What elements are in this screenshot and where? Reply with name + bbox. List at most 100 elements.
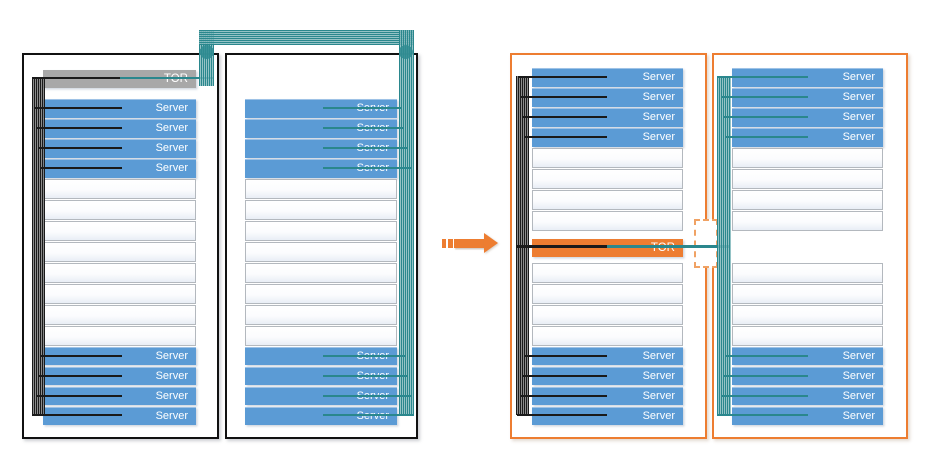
server-unit: Server [532,108,683,127]
cable-black-tor-link [31,76,121,80]
rack-after-left: ServerServerServerServerTORServerServerS… [510,53,707,439]
empty-slot [532,283,683,305]
cable-black-server-link [522,374,607,378]
rack-gap [732,55,883,68]
rack-before-right: ServerServerServerServerServerServerServ… [225,53,418,439]
cable-teal-server-link [323,413,414,417]
cable-teal-tor-link [607,245,730,248]
empty-slot [43,262,196,284]
rack-gap [532,55,683,68]
empty-slot [245,262,397,284]
cable-teal-server-link [323,146,408,150]
cable-black-server-link [525,135,607,139]
cable-crossing-dot-icon [199,45,214,59]
server-unit: Server [532,88,683,107]
cable-teal-server-link [323,374,408,378]
empty-slot [245,304,397,326]
cable-teal-server-link [726,135,808,139]
empty-slot [43,304,196,326]
arrow-right-icon [484,233,498,253]
arrow-body [454,239,485,248]
cable-teal-server-link [723,115,808,119]
cable-teal-server-link [721,95,808,99]
empty-slot [732,148,883,169]
cable-black-server-link [34,106,122,110]
rack-slots: ServerServerServerServerServerServerServ… [245,55,397,427]
cable-black-vertical-bundle [31,77,45,416]
cable-teal-server-link [323,106,401,110]
cable-teal-overhead-bundle [199,30,414,45]
arrow-tail-dash [442,239,446,248]
rack-gap [732,232,883,263]
arrow-tail-dash [447,239,453,248]
empty-slot [245,325,397,347]
server-unit: Server [532,406,683,426]
rack-before-left: TORServerServerServerServerServerServerS… [22,53,219,439]
cable-teal-vertical-bundle [399,30,414,416]
empty-slot [732,325,883,347]
rack-gap [43,55,196,70]
cable-black-server-link [520,95,607,99]
cable-teal-vertical-bundle [717,76,731,416]
empty-slot [245,179,397,200]
empty-slot [532,304,683,326]
cable-black-server-link [41,354,122,358]
rack-slots: TORServerServerServerServerServerServerS… [43,55,196,427]
cable-teal-server-link [323,354,405,358]
empty-slot [532,148,683,169]
cable-black-server-link [39,146,122,150]
rack-gap [43,88,196,99]
cable-black-server-link [36,126,122,130]
cable-teal-server-link [717,413,808,417]
cable-teal-tor-link [120,76,213,80]
empty-slot [532,325,683,347]
cable-black-server-link [520,394,607,398]
empty-slot [245,241,397,263]
server-unit: Server [732,406,883,426]
empty-slot [43,283,196,305]
rack-slots: ServerServerServerServerTORServerServerS… [532,55,683,427]
empty-slot [732,283,883,305]
empty-slot [532,210,683,232]
cable-black-server-link [523,115,607,119]
empty-slot [532,262,683,284]
cable-black-server-link [38,374,122,378]
cable-black-server-link [516,413,607,417]
cable-black-tor-link [516,245,607,248]
cable-black-server-link [525,354,607,358]
empty-slot [732,210,883,232]
empty-slot [732,189,883,211]
server-unit: Server [532,68,683,87]
empty-slot [732,168,883,190]
rack-gap [245,55,397,99]
cable-teal-server-link [726,354,808,358]
cable-teal-server-link [323,166,411,170]
empty-slot [43,199,196,221]
empty-slot [43,325,196,347]
cable-teal-server-link [720,394,808,398]
cable-black-server-link [518,75,607,79]
empty-slot [245,199,397,221]
empty-slot [532,168,683,190]
cable-teal-server-link [723,374,808,378]
cable-black-server-link [32,413,122,417]
cable-crossing-dot-icon [399,45,413,59]
rack-gap [532,232,683,239]
empty-slot [732,262,883,284]
empty-slot [245,283,397,305]
empty-slot [43,179,196,200]
server-unit: Server [532,346,683,366]
cable-black-server-link [36,394,122,398]
server-unit: Server [245,366,397,386]
rack-opening-dashed-box [694,219,718,268]
empty-slot [532,189,683,211]
cable-teal-server-link [718,75,808,79]
server-unit: Server [532,366,683,386]
server-unit: Server [532,386,683,406]
server-unit: Server [245,119,397,138]
cable-teal-server-link [323,394,411,398]
empty-slot [43,241,196,263]
